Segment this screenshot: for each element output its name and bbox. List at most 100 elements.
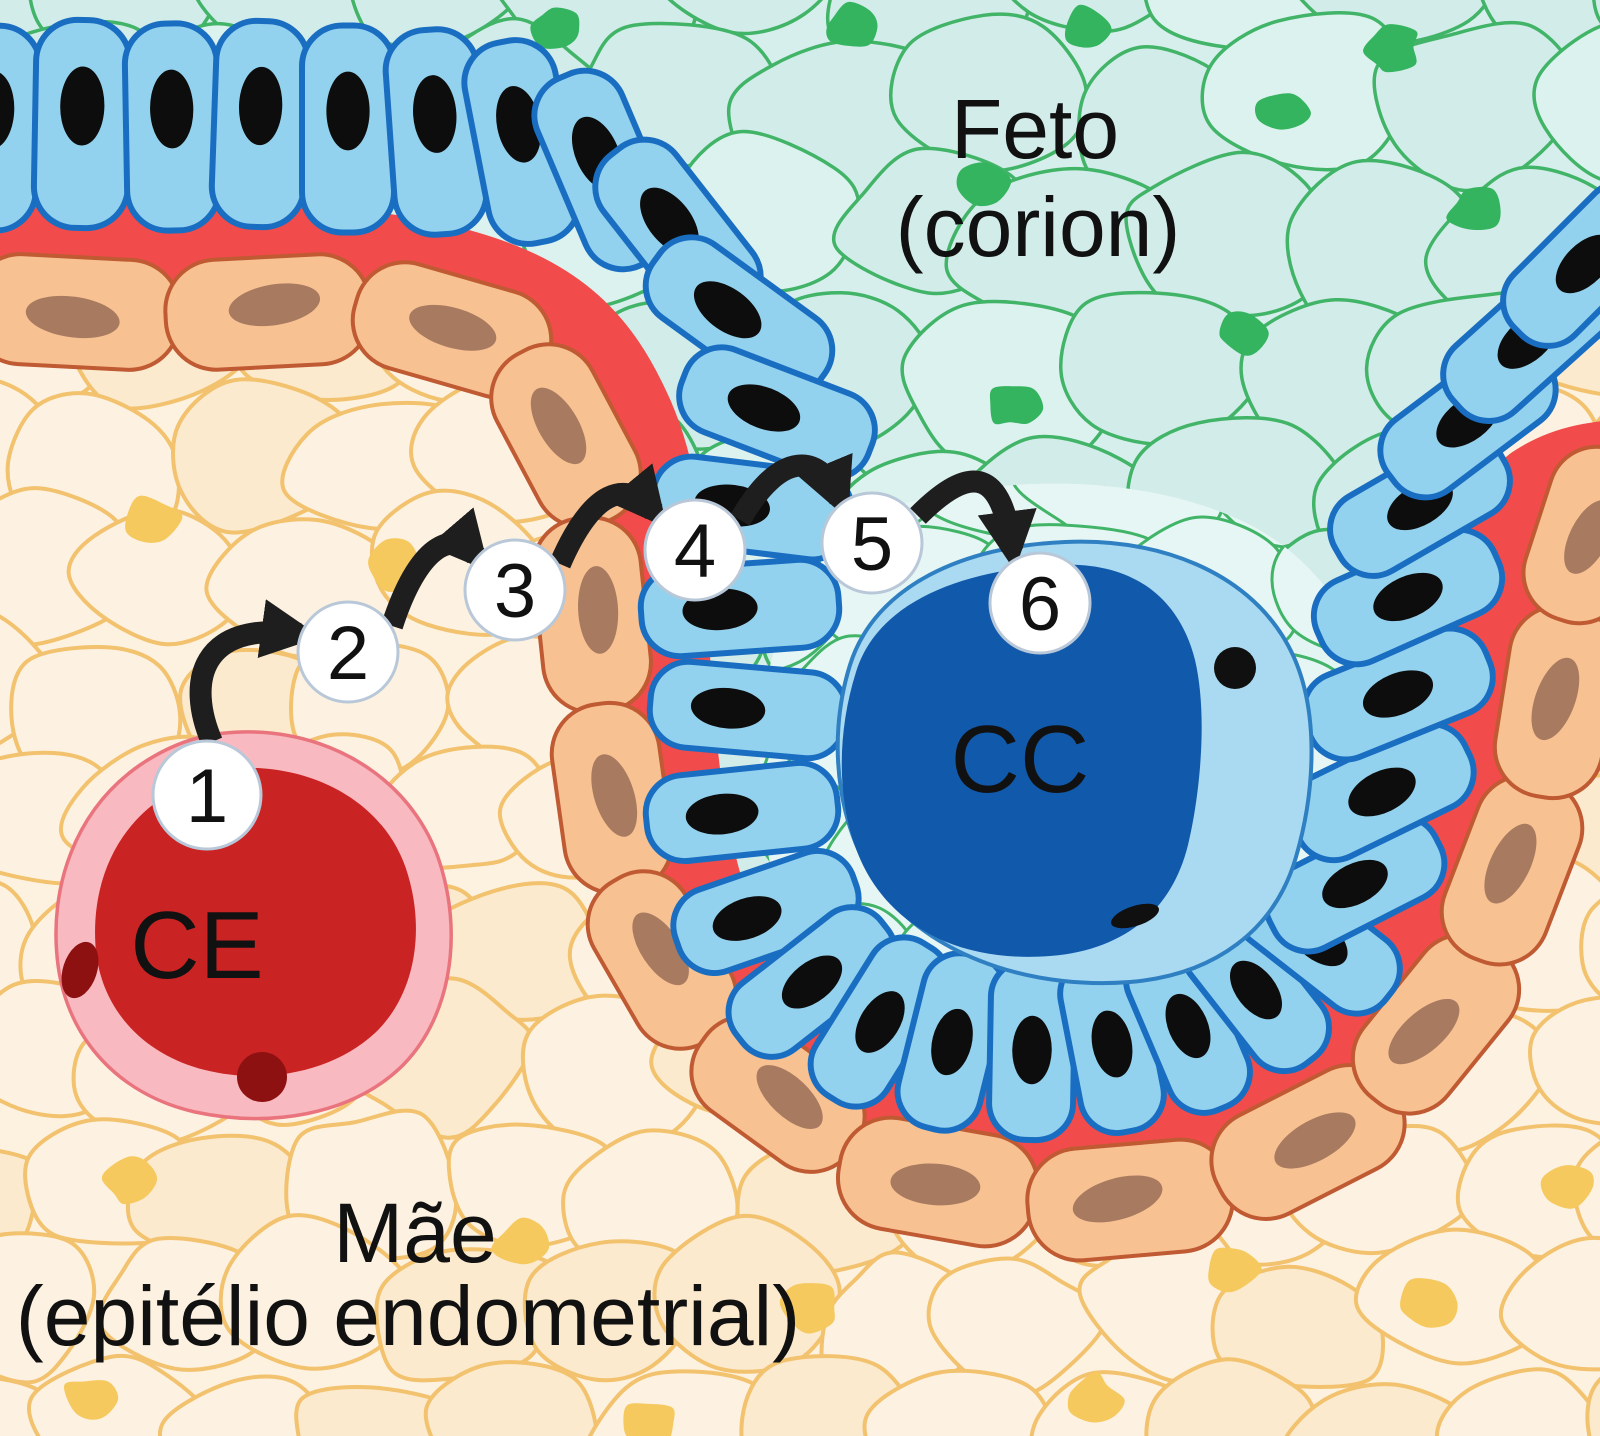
chorion-cell-nucleus — [956, 162, 1012, 207]
trophoblast-cell-nucleus — [693, 281, 762, 339]
capillary-blood — [841, 564, 1202, 957]
epithelium-cell-nucleus — [25, 295, 120, 339]
step-number: 3 — [494, 549, 536, 634]
maternal-cell-nucleus — [1208, 1247, 1262, 1293]
epithelium-cell-nucleus — [1388, 998, 1460, 1065]
maternal-cell — [0, 1231, 97, 1385]
capillary-wall-nucleus — [1214, 647, 1256, 689]
maternal-cell — [1579, 898, 1600, 998]
maternal-cell — [1284, 1382, 1484, 1436]
trophoblast-cell-nucleus — [1230, 960, 1282, 1020]
trophoblast-cell-nucleus — [1373, 572, 1443, 622]
chorion-cell — [1473, 0, 1600, 66]
epithelium-cell-nucleus — [1564, 500, 1600, 574]
trophoblast-cell — [121, 20, 223, 234]
trophoblast-cell — [30, 16, 134, 232]
maternal-cell — [218, 1213, 417, 1371]
epithelium-cell — [549, 700, 675, 896]
step-number: 2 — [327, 611, 369, 696]
arrow-step-2-3 — [381, 507, 490, 630]
trophoblast-cell-nucleus — [781, 955, 843, 1009]
maternal-cell-nucleus — [779, 1283, 835, 1334]
maternal-cell — [1585, 1376, 1600, 1436]
maternal-cell-nucleus — [125, 495, 183, 543]
trophoblast-cell — [642, 759, 842, 865]
step-marker-4: 4 — [643, 498, 747, 602]
mother-label-line1: Mãe — [333, 1186, 496, 1280]
chorion-cell — [1372, 20, 1582, 193]
trophoblast-cell-nucleus — [1348, 767, 1416, 817]
chorionic-capillary-label: CC — [951, 706, 1090, 813]
chorion-cell-nucleus — [1219, 311, 1269, 356]
epithelium-cell-nucleus — [591, 754, 638, 837]
trophoblast-cell — [208, 17, 312, 231]
epithelium-cell-nucleus — [1072, 1175, 1163, 1223]
step-number: 6 — [1019, 562, 1061, 647]
maternal-cell — [1144, 1357, 1322, 1436]
trophoblast-cell-nucleus — [685, 793, 759, 835]
endometrial-capillary-label: CE — [130, 892, 263, 999]
step-marker-2: 2 — [296, 600, 400, 704]
fetus-label-line1: Feto — [951, 82, 1119, 176]
step-number: 1 — [186, 754, 228, 839]
maternal-cell — [423, 1360, 599, 1436]
chorion-cell-nucleus — [1363, 24, 1418, 73]
epithelium-cell-nucleus — [1531, 657, 1580, 741]
trophoblast-cell-nucleus — [326, 71, 370, 151]
capillary-wall-nucleus — [237, 1052, 287, 1102]
step-circle — [820, 491, 924, 595]
trophoblast-cell — [646, 658, 850, 762]
trophoblast-cell-nucleus — [727, 384, 801, 432]
maternal-cell — [1434, 1367, 1600, 1436]
epithelium-cell-nucleus — [632, 912, 689, 986]
step-circle — [151, 739, 263, 851]
capillary-wall-nucleus — [61, 941, 99, 999]
maternal-cell-nucleus — [1067, 1371, 1125, 1423]
trophoblast-cell-nucleus — [1091, 1010, 1133, 1078]
chorion-cell — [889, 12, 1089, 173]
arrow-step-5-6 — [910, 470, 1037, 571]
maternal-cell-nucleus — [1540, 1165, 1594, 1209]
maternal-cell-nucleus — [101, 1156, 158, 1205]
maternal-cell — [1210, 1264, 1385, 1389]
trophoblast-cell-nucleus — [60, 66, 105, 146]
arrow-step-4-5 — [730, 452, 853, 526]
arrow-step-1-2 — [189, 599, 321, 747]
chorion-cell — [980, 0, 1197, 34]
trophoblast-cell-nucleus — [238, 66, 283, 146]
step-number: 5 — [851, 502, 893, 587]
trophoblast-cell-nucleus — [1165, 993, 1211, 1059]
maternal-cell-nucleus — [63, 1380, 119, 1420]
epithelium-cell-nucleus — [1484, 823, 1537, 904]
chorion-cell-nucleus — [530, 7, 580, 49]
maternal-cell — [0, 881, 38, 1013]
trophoblast-cell — [676, 344, 878, 482]
migration-arrows — [189, 452, 1037, 747]
epithelium-cell — [163, 252, 373, 372]
chorion-cell — [1124, 150, 1329, 318]
epithelium-cell-nucleus — [1274, 1112, 1356, 1169]
maternal-cell — [66, 506, 247, 647]
trophoblast-cell-nucleus — [1322, 859, 1388, 909]
step-number: 4 — [674, 509, 716, 594]
trophoblast-cell-nucleus — [150, 69, 194, 149]
chorion-cell — [651, 0, 853, 36]
trophoblast-cell-nucleus — [496, 86, 542, 163]
trophoblast-cell-nucleus — [855, 991, 905, 1053]
trophoblast-cell-nucleus — [0, 71, 15, 149]
maternal-cell — [522, 1239, 700, 1383]
fetus-label-line2: (corion) — [896, 180, 1181, 274]
chorion-cell — [1532, 19, 1600, 185]
mother-label-line2: (epitélio endometrial) — [16, 1269, 800, 1363]
maternal-cell-nucleus — [491, 1217, 550, 1265]
maternal-cell — [926, 1256, 1109, 1400]
trophoblast-cell — [1310, 526, 1506, 668]
epithelium-cell-nucleus — [890, 1163, 981, 1206]
epithelium-cell — [350, 260, 554, 400]
maternal-cell — [1455, 1123, 1600, 1261]
step-markers: 1 2 3 4 5 6 — [151, 491, 1092, 851]
arrow-step-3-4 — [549, 463, 668, 569]
epithelium-cell-nucleus — [578, 566, 619, 654]
chorionic-capillary — [835, 539, 1314, 986]
